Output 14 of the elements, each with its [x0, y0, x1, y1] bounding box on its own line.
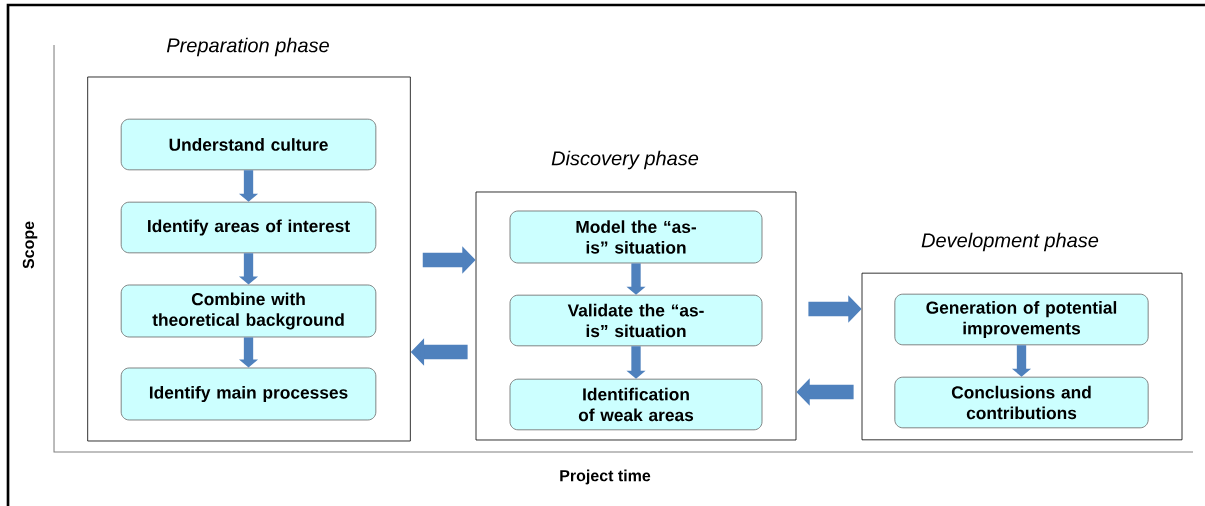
process-box: Understand culture: [120, 118, 377, 171]
process-box: Identify areas of interest: [120, 201, 377, 254]
phase-heading: Preparation phase: [166, 37, 329, 57]
process-box: Identify main processes: [120, 367, 377, 421]
axis-label: Project time: [560, 469, 651, 485]
process-box: Combine with theoretical background: [120, 284, 377, 338]
axis-label: Scope: [22, 221, 38, 269]
process-box: Conclusions and contributions: [894, 376, 1149, 429]
process-box: Generation of potential improvements: [894, 293, 1149, 346]
phase-heading: Discovery phase: [551, 150, 699, 170]
process-box: Validate the “as-is” situation: [509, 294, 763, 347]
process-box: Model the “as-is” situation: [509, 210, 763, 264]
phase-heading: Development phase: [921, 232, 1099, 252]
process-box: Identification of weak areas: [509, 378, 763, 431]
